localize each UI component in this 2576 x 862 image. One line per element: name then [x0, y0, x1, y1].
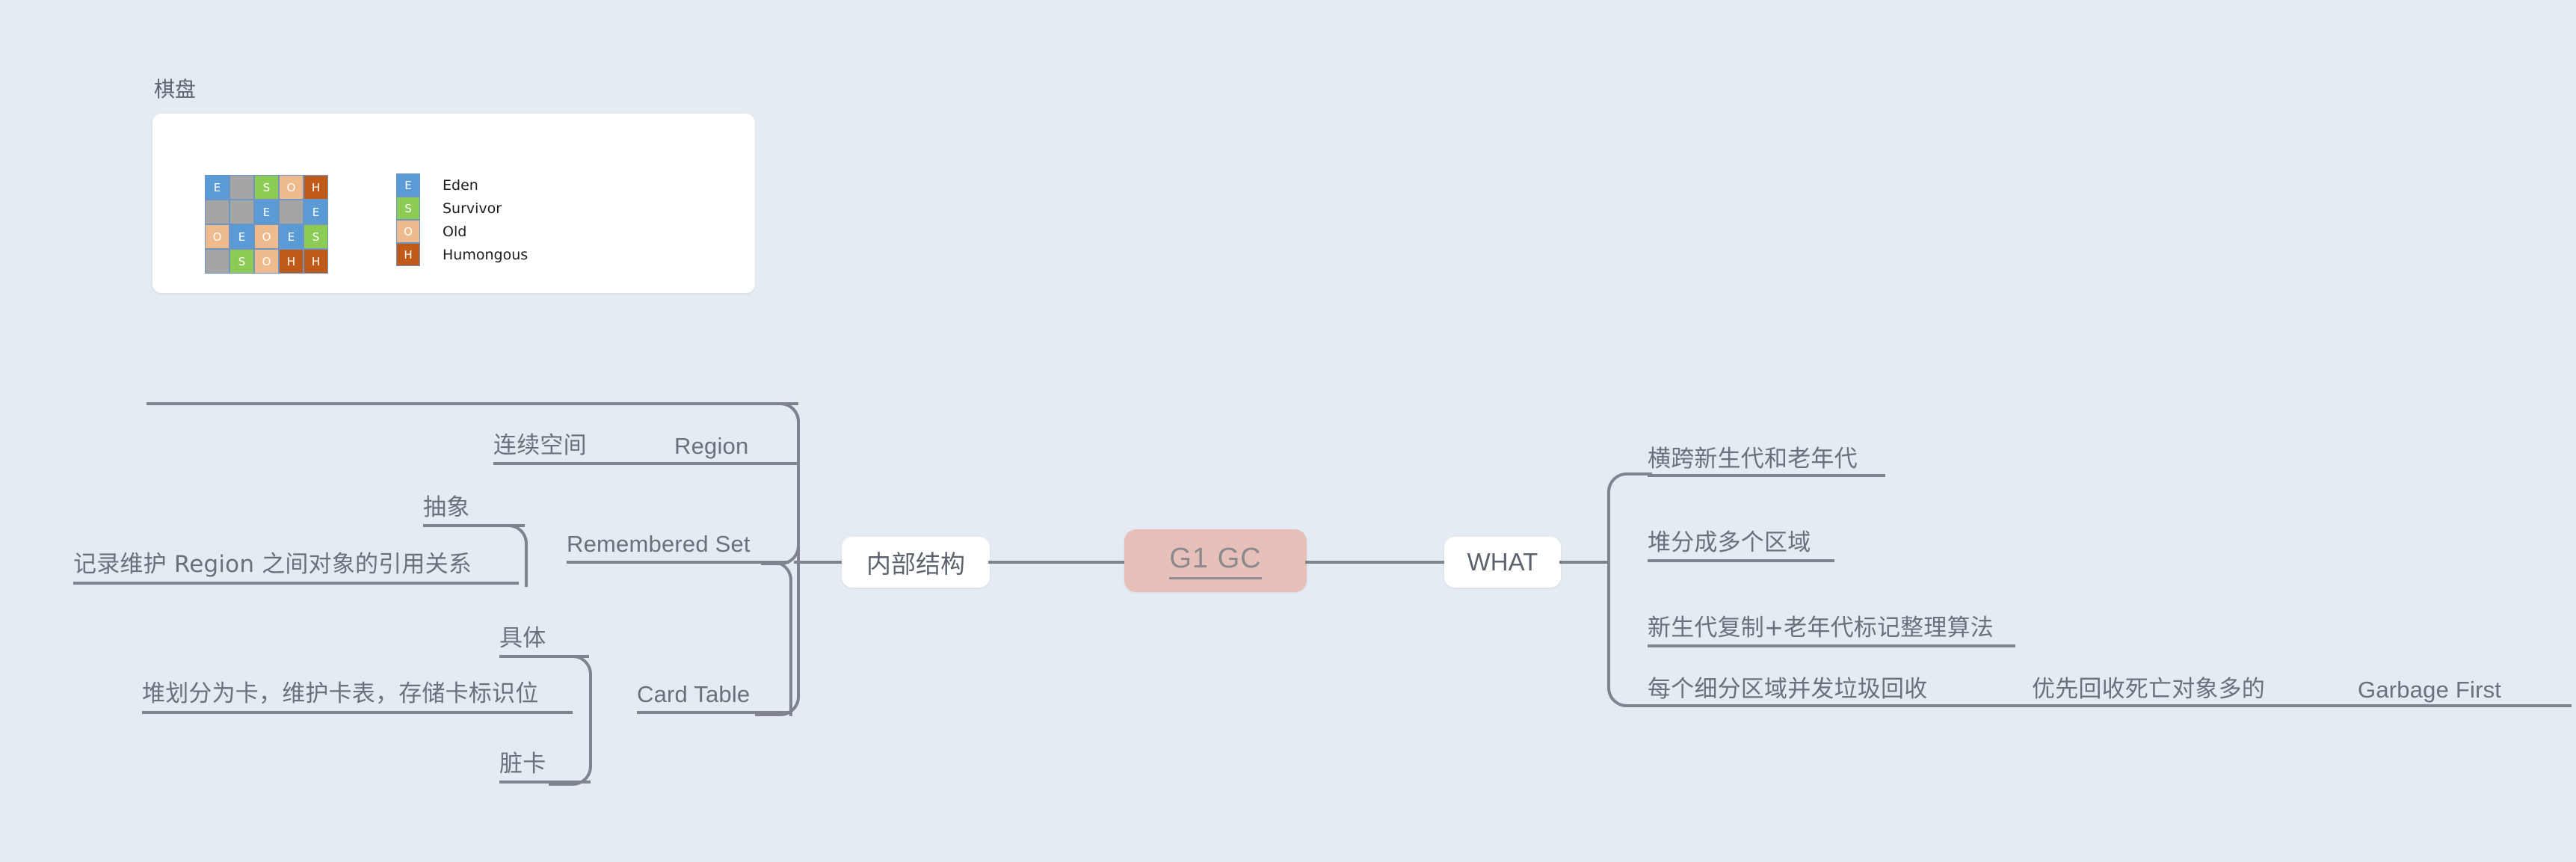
legend-label: Eden	[443, 176, 478, 194]
legend-label: Survivor	[443, 200, 502, 217]
remembered-set-underline	[567, 561, 789, 564]
node-right-3-underline	[1648, 704, 2572, 707]
region-cell: E	[254, 200, 279, 224]
region-cell: O	[279, 175, 303, 200]
region-cell: E	[205, 175, 229, 200]
node-root-g1gc[interactable]: G1 GC	[1124, 529, 1307, 592]
node-right-0[interactable]: 横跨新生代和老年代	[1648, 446, 1858, 472]
node-root-g1gc-label: G1 GC	[1169, 543, 1262, 579]
board-title: 棋盘	[154, 77, 197, 102]
node-right-1[interactable]: 堆分成多个区域	[1648, 529, 1811, 556]
node-region[interactable]: Region	[674, 433, 749, 459]
legend-swatch: H	[396, 243, 420, 266]
region-cell: H	[303, 249, 328, 274]
card-table-underline	[637, 711, 789, 714]
region-cell: O	[254, 249, 279, 274]
rset-detail-underline	[73, 582, 519, 585]
region-cell: S	[303, 224, 328, 249]
node-internal-structure[interactable]: 内部结构	[842, 537, 990, 588]
region-underline	[493, 462, 798, 465]
legend-row: E Eden	[396, 173, 528, 197]
region-cell	[229, 175, 254, 200]
legend-label: Humongous	[443, 246, 529, 263]
legend-row: S Survivor	[396, 197, 528, 220]
left-bracket-top	[755, 402, 800, 564]
legend-row: O Old	[396, 220, 528, 243]
legend-swatch: S	[396, 197, 420, 220]
right-bracket-top	[1607, 472, 1652, 565]
annotation-region-continuous[interactable]: 连续空间	[493, 432, 587, 459]
stem-root-to-what	[1305, 561, 1446, 564]
annotation-cardtable-dirty[interactable]: 脏卡	[499, 751, 546, 778]
rset-abstract-underline	[423, 524, 525, 527]
region-cell: O	[254, 224, 279, 249]
stem-what-to-bracket	[1559, 561, 1609, 564]
legend-swatch: O	[396, 220, 420, 243]
node-internal-structure-label: 内部结构	[866, 550, 965, 578]
elbow-cardtable-bottom	[549, 711, 592, 786]
node-what[interactable]: WHAT	[1444, 537, 1561, 588]
node-right-1-underline	[1648, 559, 1834, 562]
elbow-cardtable-top	[549, 655, 592, 716]
region-cell: H	[303, 175, 328, 200]
node-right-2-underline	[1648, 644, 2015, 647]
region-cell: S	[229, 249, 254, 274]
region-cell: S	[254, 175, 279, 200]
region-cell: O	[205, 224, 229, 249]
left-bracket-bottom	[755, 561, 800, 716]
region-cell	[279, 200, 303, 224]
cardtable-detail-underline	[142, 711, 573, 714]
right-bracket-bottom	[1607, 561, 1652, 707]
node-right-0-underline	[1648, 474, 1885, 477]
node-right-3-chain-0[interactable]: 优先回收死亡对象多的	[2032, 676, 2265, 703]
region-cell	[229, 200, 254, 224]
region-cell: E	[229, 224, 254, 249]
node-remembered-set[interactable]: Remembered Set	[567, 531, 751, 557]
region-cell: H	[279, 249, 303, 274]
cardtable-dirty-underline	[499, 781, 591, 784]
elbow-rset-top	[484, 524, 528, 587]
cardtable-concrete-underline	[499, 655, 589, 658]
region-cell: E	[279, 224, 303, 249]
node-right-3-chain-1[interactable]: Garbage First	[2358, 677, 2502, 703]
region-cell	[205, 200, 229, 224]
stem-left-bracket-to-internal	[794, 561, 843, 564]
annotation-cardtable-concrete[interactable]: 具体	[499, 625, 546, 652]
annotation-rset-detail[interactable]: 记录维护 Region 之间对象的引用关系	[73, 551, 472, 578]
annotation-cardtable-detail[interactable]: 堆划分为卡，维护卡表，存储卡标识位	[142, 680, 539, 707]
node-card-table[interactable]: Card Table	[637, 681, 751, 707]
region-cell: E	[303, 200, 328, 224]
board-node-underline	[147, 402, 798, 405]
node-right-3[interactable]: 每个细分区域并发垃圾回收	[1648, 676, 1928, 703]
node-right-2[interactable]: 新生代复制+老年代标记整理算法	[1648, 615, 1994, 641]
stem-internal-to-root	[988, 561, 1124, 564]
legend-swatch: E	[396, 173, 420, 197]
legend-row: H Humongous	[396, 243, 528, 266]
annotation-rset-abstract[interactable]: 抽象	[423, 494, 470, 521]
legend-label: Old	[443, 223, 467, 240]
node-what-label: WHAT	[1467, 548, 1538, 576]
region-cell	[205, 249, 229, 274]
